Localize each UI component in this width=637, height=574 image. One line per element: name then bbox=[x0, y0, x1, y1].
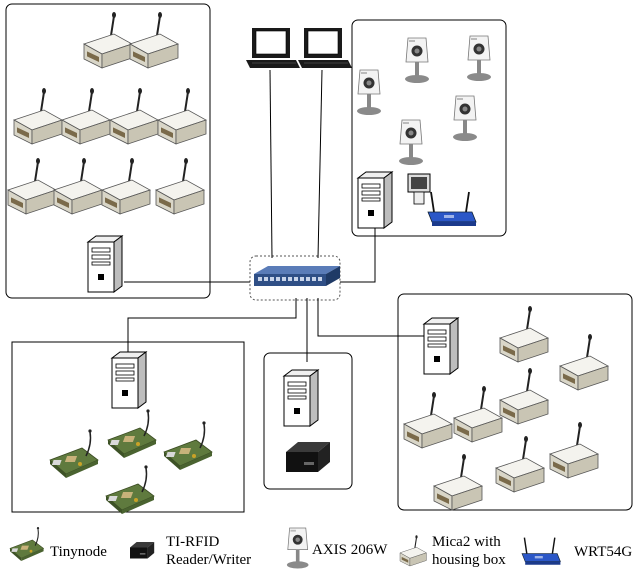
laptop-icon bbox=[297, 27, 353, 69]
server-tower-icon bbox=[111, 351, 147, 409]
mica2-group-left bbox=[7, 11, 207, 293]
mica2-mote-icon bbox=[101, 157, 151, 215]
legend: Tinynode TI-RFID Reader/Writer AXIS 206W… bbox=[0, 522, 637, 574]
mica2-mote-icon bbox=[499, 305, 549, 363]
server-tower-icon bbox=[283, 369, 319, 427]
mica2-mote-icon bbox=[453, 385, 503, 443]
link-laptop-1 bbox=[269, 69, 273, 259]
mica2-mote-icon bbox=[83, 11, 133, 69]
connection-lines bbox=[124, 69, 424, 362]
camera-group bbox=[356, 35, 492, 229]
mica2-mote-icon bbox=[155, 157, 205, 215]
mica2-mote-icon bbox=[7, 157, 57, 215]
rfid-reader-icon bbox=[286, 442, 330, 472]
mica2-mote-icon bbox=[157, 87, 207, 145]
legend-tirfid-label-2: Reader/Writer bbox=[166, 552, 252, 568]
ip-camera-icon bbox=[452, 95, 478, 142]
mica2-mote-icon bbox=[495, 435, 545, 493]
link-tinynode-server bbox=[127, 298, 297, 352]
link-mica2-server bbox=[317, 298, 424, 337]
legend-mica2-label-2: housing box bbox=[432, 552, 506, 568]
mica2-mote-icon bbox=[53, 157, 103, 215]
link-camera-server bbox=[340, 228, 376, 283]
mica2-mote-icon bbox=[129, 11, 179, 69]
group-box-cameras bbox=[351, 19, 507, 237]
laptop-icon bbox=[245, 27, 301, 69]
network-switch-icon bbox=[254, 266, 340, 286]
mica2-mote-icon bbox=[559, 333, 609, 391]
ip-camera-icon bbox=[356, 69, 382, 116]
group-box-tinynode-left-top bbox=[5, 3, 211, 299]
legend-wrt-label: WRT54G bbox=[574, 544, 633, 560]
group-box-mica2-right bbox=[397, 293, 633, 511]
mica2-mote-icon bbox=[61, 87, 111, 145]
ip-camera-icon bbox=[404, 37, 430, 84]
rfid-group bbox=[283, 369, 330, 472]
tinynode-board-icon bbox=[49, 428, 99, 479]
mica2-mote-icon bbox=[403, 391, 453, 449]
ip-camera-icon bbox=[398, 119, 424, 166]
link-laptop-2 bbox=[317, 69, 323, 259]
mica2-mote-icon bbox=[109, 87, 159, 145]
mica2-mote-icon bbox=[549, 421, 599, 479]
group-box-rfid bbox=[263, 352, 353, 490]
server-tower-icon bbox=[357, 171, 393, 229]
legend-axis-label: AXIS 206W bbox=[312, 542, 388, 558]
legend-tinynode-label: Tinynode bbox=[50, 544, 107, 560]
wireless-router-icon bbox=[427, 191, 477, 227]
tinynode-group bbox=[49, 351, 213, 515]
tinynode-board-icon bbox=[163, 420, 213, 471]
tinynode-board-icon bbox=[105, 464, 155, 515]
monitor-icon bbox=[407, 173, 431, 205]
server-tower-icon bbox=[87, 235, 123, 293]
tinynode-board-icon bbox=[107, 408, 157, 459]
mica2-mote-icon bbox=[433, 453, 483, 511]
mica2-mote-icon bbox=[13, 87, 63, 145]
server-tower-icon bbox=[423, 317, 459, 375]
legend-mica2-label-1: Mica2 with bbox=[432, 534, 501, 550]
legend-tirfid-label-1: TI-RFID bbox=[166, 534, 220, 550]
mica2-mote-icon bbox=[499, 367, 549, 425]
mica2-group-right bbox=[403, 305, 609, 511]
ip-camera-icon bbox=[466, 35, 492, 82]
